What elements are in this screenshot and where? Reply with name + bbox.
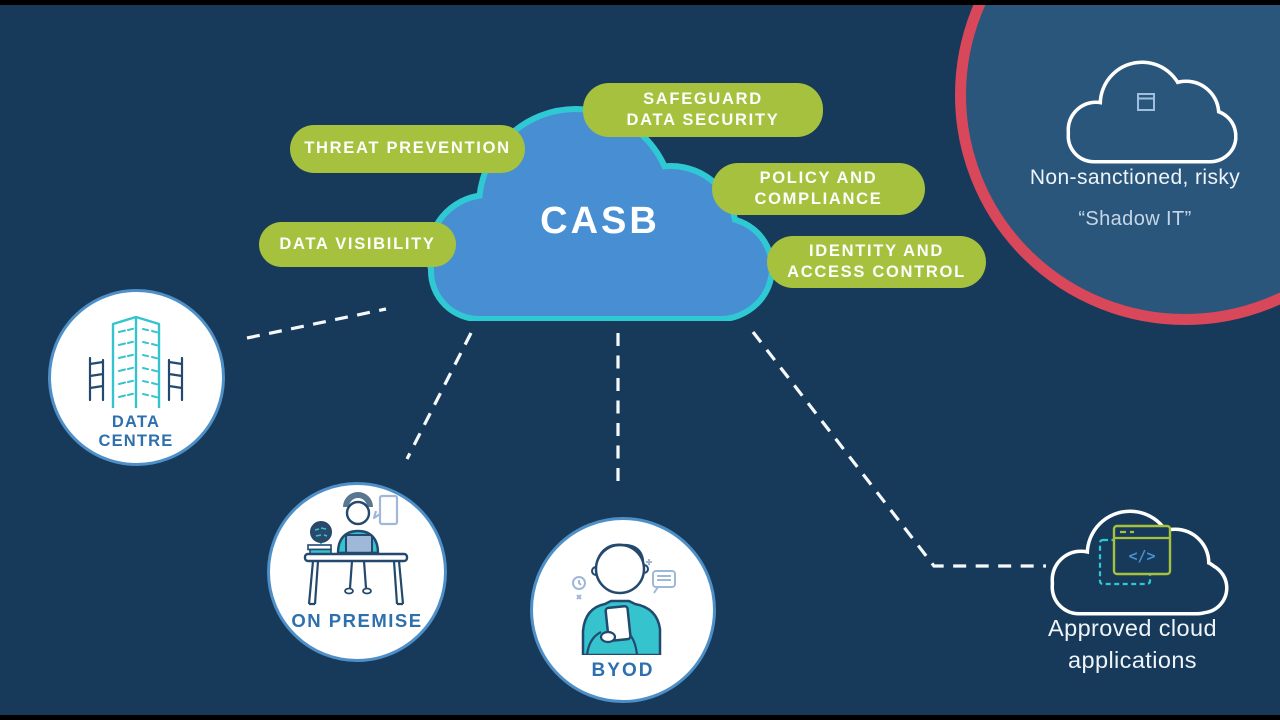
pill-text: DATA VISIBILITY (279, 234, 436, 253)
byod-label: BYOD (591, 660, 655, 681)
on-premise-label: ON PREMISE (291, 610, 423, 631)
connector-cloud-onpremise (405, 332, 473, 460)
pill-text: POLICY AND (759, 168, 878, 187)
pill-policy-and-compliance: POLICY AND COMPLIANCE (712, 163, 925, 215)
code-app-cloud-icon: </> (1042, 498, 1234, 626)
label-line: Approved cloud (1048, 615, 1217, 641)
svg-text:</>: </> (1128, 547, 1155, 565)
pill-threat-prevention: THREAT PREVENTION (290, 125, 525, 173)
letterbox-bar-top (0, 0, 1280, 5)
building-icon (88, 315, 184, 408)
person-at-desk-icon (303, 492, 409, 606)
casb-title: CASB (540, 200, 660, 242)
pill-text: ACCESS CONTROL (787, 263, 966, 281)
data-centre-label: DATA CENTRE (66, 413, 206, 451)
app-window-glyph (1137, 93, 1155, 111)
pill-safeguard-data-security: SAFEGUARD DATA SECURITY (583, 83, 823, 137)
approved-cloud-label: Approved cloud applications (1020, 613, 1245, 676)
pill-text: IDENTITY AND (809, 241, 944, 260)
connector-datacentre-cloud (246, 307, 387, 340)
on-premise-circle (267, 482, 447, 662)
person-with-phone-icon (572, 543, 676, 655)
pill-data-visibility: DATA VISIBILITY (259, 222, 456, 267)
label-line: applications (1068, 646, 1197, 673)
shadow-zone-title: Non-sanctioned, risky (1029, 166, 1241, 189)
pill-text: SAFEGUARD (643, 89, 763, 108)
pill-text: COMPLIANCE (754, 190, 883, 208)
shadow-cloud-icon (1060, 50, 1242, 170)
connector-cloud-approved (751, 331, 1046, 568)
shadow-zone-subtitle: “Shadow IT” (1078, 208, 1192, 230)
letterbox-bar-bottom (0, 715, 1280, 720)
pill-text: DATA SECURITY (626, 111, 780, 129)
pill-text: THREAT PREVENTION (304, 139, 511, 158)
label-line: CENTRE (98, 431, 174, 450)
label-line: DATA (111, 413, 161, 431)
pill-identity-and-access-control: IDENTITY AND ACCESS CONTROL (767, 236, 986, 288)
app-windows-glyph: </> (1098, 524, 1172, 586)
